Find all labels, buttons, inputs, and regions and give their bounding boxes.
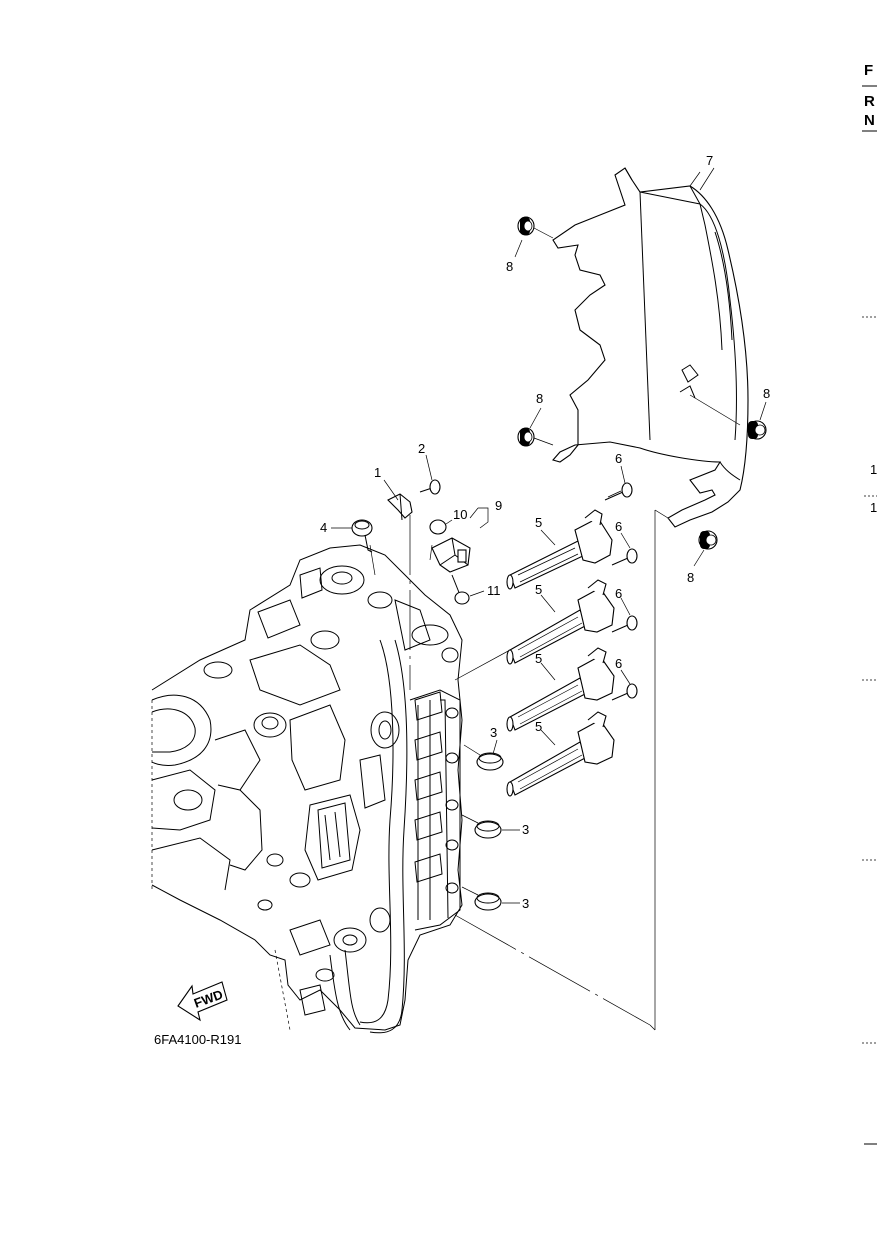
callout-8-b: 8 (536, 391, 543, 406)
callout-6-b: 6 (615, 519, 622, 534)
bolt-6-b (611, 548, 638, 566)
callout-4: 4 (320, 520, 327, 535)
callout-leaders (331, 167, 767, 904)
sensor-assembly (429, 507, 489, 605)
bolt-11 (451, 574, 470, 605)
edge-number-b: 1 (870, 500, 877, 515)
ignition-coil-3 (506, 647, 615, 732)
edge-letter-f: F (864, 62, 873, 79)
bolt-6-d (611, 683, 638, 701)
edge-number-a: 1 (870, 462, 877, 477)
edge-letter-n: N (864, 112, 875, 129)
grommet-bottom (698, 530, 718, 550)
callout-6-c: 6 (615, 586, 622, 601)
small-parts (351, 479, 441, 553)
engine-block (151, 544, 463, 1034)
drawing-code: 6FA4100-R191 (154, 1032, 241, 1047)
grommets (517, 216, 767, 550)
ignition-coil-1 (506, 509, 613, 590)
bracket-1 (387, 493, 413, 521)
callout-6-a: 6 (615, 451, 622, 466)
callout-2: 2 (418, 441, 425, 456)
callout-3-c: 3 (522, 896, 529, 911)
grommet-mid-left (517, 427, 554, 447)
callout-1: 1 (374, 465, 381, 480)
callout-10: 10 (453, 507, 467, 522)
callout-numbers: 1 2 4 7 8 8 8 8 9 10 11 5 5 5 5 6 6 6 6 … (320, 153, 770, 911)
callout-8-d: 8 (687, 570, 694, 585)
ignition-coils (506, 509, 615, 797)
bolt-2 (419, 479, 441, 495)
sensor-9 (431, 537, 471, 573)
callout-8-a: 8 (506, 259, 513, 274)
callout-7: 7 (706, 153, 713, 168)
reference-lines (369, 509, 669, 1031)
ignition-coil-2 (506, 579, 615, 665)
callout-11: 11 (487, 583, 501, 598)
callout-6-d: 6 (615, 656, 622, 671)
grommet-right (747, 420, 767, 440)
edge-letter-r: R (864, 93, 875, 110)
clamp-3-a (463, 744, 504, 771)
clamp-4 (351, 519, 373, 553)
callout-5-d: 5 (535, 719, 542, 734)
engine-cover (552, 167, 749, 528)
o-ring-10 (429, 519, 447, 535)
clamps (461, 744, 504, 911)
callout-5-b: 5 (535, 582, 542, 597)
fwd-arrow: FWD (177, 981, 228, 1022)
clamp-3-c (461, 886, 502, 911)
callout-3-a: 3 (490, 725, 497, 740)
clamp-3-b (461, 814, 502, 839)
callout-5-a: 5 (535, 515, 542, 530)
page-edge-markers: F R N 1 1 (862, 62, 877, 1145)
ignition-coil-4 (506, 711, 615, 797)
bolt-6-a (604, 482, 633, 501)
coil-bolts (604, 482, 638, 701)
bolt-6-c (611, 615, 638, 633)
callout-9: 9 (495, 498, 502, 513)
grommet-top-left (517, 216, 554, 239)
callout-8-c: 8 (763, 386, 770, 401)
callout-3-b: 3 (522, 822, 529, 837)
callout-5-c: 5 (535, 651, 542, 666)
